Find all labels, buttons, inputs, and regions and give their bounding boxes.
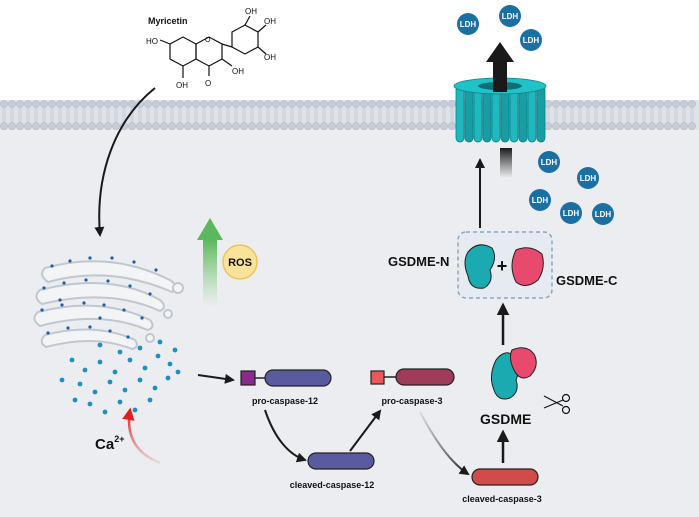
- pro-caspase-12-label: pro-caspase-12: [252, 396, 318, 406]
- cytoplasm: [0, 128, 699, 517]
- ros-up-arrow-shaft: [203, 240, 217, 306]
- ros-badge: [222, 244, 258, 280]
- ros-label: ROS: [228, 257, 252, 269]
- substituent-oh-bottom: OH: [176, 81, 188, 90]
- ldh-outside-3: LDH: [520, 29, 542, 51]
- ldh-inside-2: LDH: [577, 167, 599, 189]
- substituent-oh-top1: OH: [245, 7, 257, 16]
- arrow-myricetin-to-er: [94, 87, 156, 237]
- substituent-oh-right: OH: [264, 53, 276, 62]
- cleaved-caspase-3: [471, 468, 539, 486]
- svg-text:LDH: LDH: [502, 12, 519, 21]
- gsdme-c-label: GSDME-C: [556, 273, 618, 288]
- scissors-icon: [543, 393, 571, 415]
- cleaved-caspase-12: [307, 452, 375, 470]
- ldh-inside-5: LDH: [592, 203, 614, 225]
- plus-sign: +: [497, 256, 508, 276]
- pro-caspase-3: [370, 368, 455, 386]
- calcium-release-arrow: [122, 407, 161, 465]
- er-surface-dots: [40, 256, 158, 339]
- arrow-cleaved12-to-procaspase3: [349, 409, 382, 452]
- substituent-oh-top2: OH: [264, 17, 276, 26]
- pro-caspase-3-label: pro-caspase-3: [381, 396, 442, 406]
- svg-text:LDH: LDH: [580, 174, 597, 183]
- gsdme-n-pore: [453, 77, 547, 143]
- pro-caspase-12: [240, 369, 332, 387]
- ldh-efflux-arrow-shaft: [493, 60, 507, 92]
- svg-text:LDH: LDH: [523, 36, 540, 45]
- ldh-inner-flow-arrow: [500, 148, 512, 178]
- cell-membrane: [0, 100, 699, 130]
- svg-text:LDH: LDH: [460, 20, 477, 29]
- ldh-outside-2: LDH: [499, 5, 521, 27]
- ros-up-arrow-head: [197, 218, 223, 240]
- myricetin-label: Myricetin: [148, 16, 188, 26]
- myricetin-structure: [159, 15, 267, 78]
- svg-text:LDH: LDH: [563, 209, 580, 218]
- ldh-outside-1: LDH: [457, 13, 479, 35]
- arrow-procaspase3-to-cleaved3: [419, 411, 470, 476]
- gsdme-label: GSDME: [480, 411, 531, 427]
- svg-text:LDH: LDH: [532, 196, 549, 205]
- gsdme-n-label: GSDME-N: [388, 254, 449, 269]
- substituent-oh-mid: OH: [232, 67, 244, 76]
- arrow-er-to-procaspase12: [197, 373, 235, 384]
- arrow-procaspase12-to-cleaved12: [264, 409, 307, 463]
- ldh-inside-1: LDH: [538, 151, 560, 173]
- cleaved-caspase-12-label: cleaved-caspase-12: [290, 480, 375, 490]
- svg-text:LDH: LDH: [541, 158, 558, 167]
- substituent-carbonyl-o: O: [205, 79, 211, 88]
- substituent-ho-left: HO: [146, 37, 158, 46]
- ldh-inside-3: LDH: [529, 189, 551, 211]
- endoplasmic-reticulum: [33, 260, 184, 351]
- ldh-efflux-arrow-head: [486, 42, 514, 62]
- calcium-label: Ca2+: [95, 434, 124, 453]
- gsdme-c-fragment: [511, 247, 544, 286]
- cleaved-caspase-3-label: cleaved-caspase-3: [462, 494, 542, 504]
- substituent-ring-o: O: [205, 37, 211, 44]
- svg-text:LDH: LDH: [595, 210, 612, 219]
- ldh-inside-4: LDH: [560, 202, 582, 224]
- gsdme-n-fragment: [464, 244, 496, 289]
- gsdme-protein: [490, 347, 537, 400]
